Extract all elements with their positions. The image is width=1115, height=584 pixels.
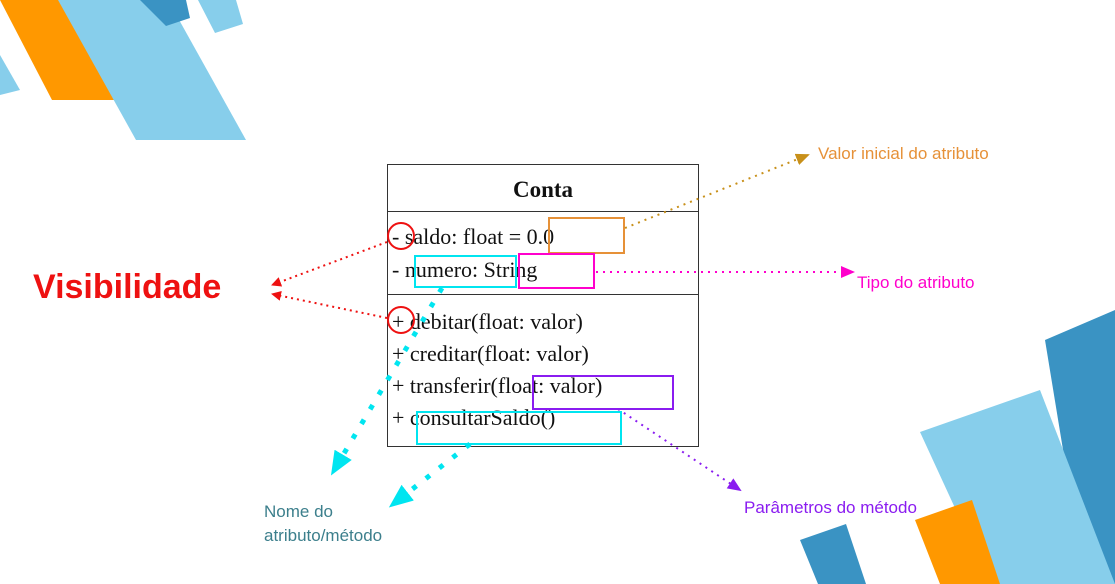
uml-class-box: Conta - saldo: float = 0.0 - numero: Str… xyxy=(387,164,699,447)
label-valor-inicial: Valor inicial do atributo xyxy=(818,144,989,163)
uml-method-creditar: + creditar(float: valor) xyxy=(392,341,589,366)
highlight-initial-value xyxy=(548,217,625,254)
visibility-circle-saldo xyxy=(387,222,415,250)
arrow-visibility-debitar xyxy=(271,290,388,319)
deco-darkblue-bar-top-left xyxy=(140,0,190,26)
deco-lightblue-edge-top-left xyxy=(0,55,20,95)
uml-method-consultarsaldo: + consultarSaldo() xyxy=(392,405,556,430)
deco-lightblue-small-top-left xyxy=(198,0,243,33)
arrow-initial-value xyxy=(624,153,810,229)
deco-darkblue-bar-bottom xyxy=(800,524,866,584)
highlight-attribute-name xyxy=(414,255,517,288)
label-parametros-metodo: Parâmetros do método xyxy=(744,498,917,517)
deco-lightblue-bar-top-left xyxy=(58,0,246,140)
arrow-visibility-saldo xyxy=(271,241,388,287)
deco-darkblue-bar-right xyxy=(1045,310,1115,584)
arrow-attribute-name xyxy=(330,286,445,476)
uml-attributes-section: - saldo: float = 0.0 - numero: String xyxy=(388,212,698,295)
highlight-method-name xyxy=(416,411,622,445)
label-tipo-atributo: Tipo do atributo xyxy=(857,273,975,292)
label-nome-atributo-metodo: Nome do atributo/método xyxy=(264,500,382,548)
visibility-circle-debitar xyxy=(387,306,415,334)
uml-method-transferir: + transferir(float: valor) xyxy=(392,373,603,398)
uml-attribute-numero: - numero: String xyxy=(392,257,538,282)
highlight-attribute-type xyxy=(518,253,595,289)
arrow-method-params xyxy=(617,408,742,492)
highlight-method-params xyxy=(532,375,674,410)
label-nome-line1: Nome do xyxy=(264,502,333,521)
deco-orange-bar-top-left xyxy=(0,0,120,100)
uml-class-name: Conta xyxy=(388,165,698,212)
arrow-method-name xyxy=(388,442,472,508)
deco-orange-bar-bottom-right xyxy=(915,500,1000,584)
label-visibilidade: Visibilidade xyxy=(33,268,222,306)
label-nome-line2: atributo/método xyxy=(264,526,383,545)
uml-attribute-saldo: - saldo: float = 0.0 xyxy=(392,224,555,249)
